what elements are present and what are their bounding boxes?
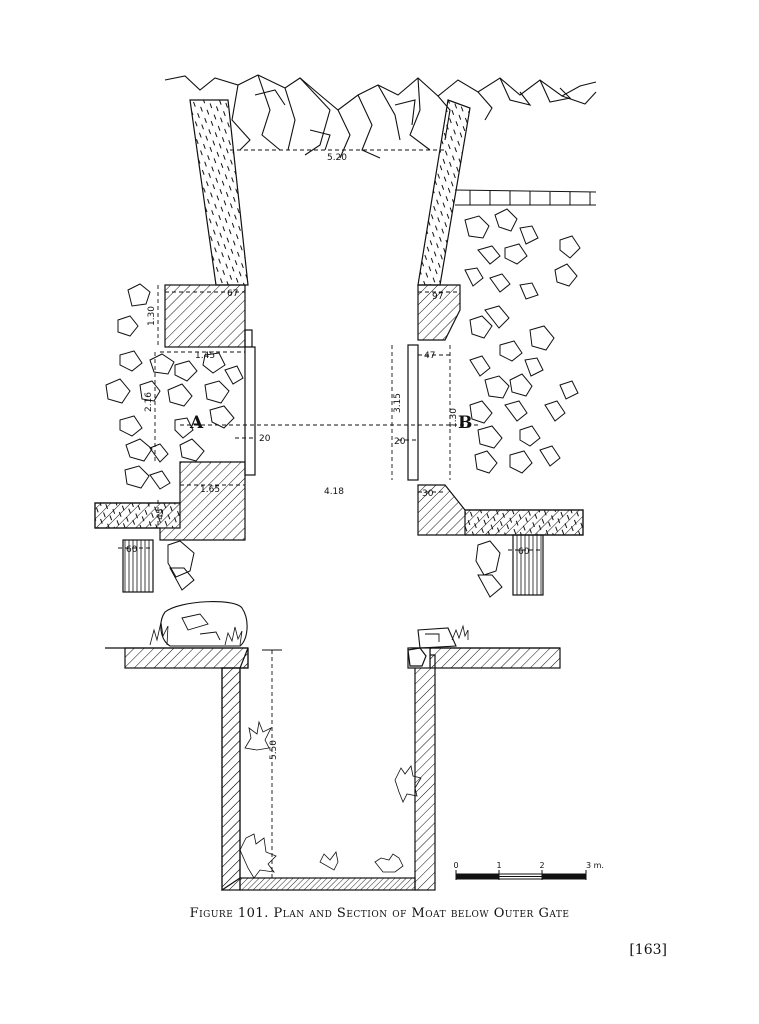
bedrock-top (164, 74, 597, 159)
section-boulder-left (160, 601, 248, 647)
section-shrubs (149, 621, 469, 879)
plan-view (94, 74, 597, 598)
scale-tick-3: 3 m. (586, 861, 604, 870)
right-lower-wall (512, 534, 544, 596)
left-jamb (244, 346, 256, 476)
dim-left-pier-thickness: 67 (227, 289, 238, 299)
left-pier (164, 284, 246, 348)
dim-left-small: 45 (156, 508, 166, 519)
right-jamb (407, 344, 419, 481)
section-boulder-right (417, 627, 457, 649)
upper-right-wall (417, 99, 471, 286)
figure-caption: Figure 101. Plan and Section of Moat bel… (189, 906, 570, 921)
section-view (105, 601, 561, 892)
dim-right-jamb-offset: 20 (394, 437, 406, 447)
dim-left-jamb-offset: 20 (259, 434, 271, 444)
dim-right-recess-width: 47 (424, 351, 435, 361)
dim-section-depth: 5.50 (269, 740, 279, 760)
dim-right-lower-step: 30 (422, 489, 434, 499)
scale-bar-labels: 0 1 2 3 m. (453, 861, 604, 870)
dim-left-wall-width: 60 (126, 545, 138, 555)
section-right-wall (414, 654, 436, 891)
point-label-b: B (458, 413, 472, 433)
scale-tick-1: 1 (496, 861, 501, 870)
section-moat-floor (239, 877, 416, 891)
section-right-ground (429, 647, 561, 669)
right-pier (417, 284, 461, 341)
dim-right-pier-thickness: 97 (432, 292, 443, 302)
dim-left-recess-depth: 2.16 (144, 392, 154, 412)
scale-tick-2: 2 (539, 861, 544, 870)
dim-right-recess-length: 3.15 (393, 393, 403, 413)
dim-right-wall-width: 60 (518, 547, 530, 557)
scale-bar (455, 870, 587, 880)
dim-left-lower-width: 1.65 (200, 485, 220, 495)
scale-tick-0: 0 (453, 861, 458, 870)
plan-labels: 5.20 67 97 1.30 1.45 2.16 A 20 1.65 45 4… (126, 153, 530, 557)
dim-right-recess-half: 1.30 (449, 408, 459, 428)
right-rubble-stones (464, 208, 581, 598)
right-upper-masonry (454, 189, 597, 206)
point-label-a: A (189, 413, 204, 433)
dim-left-pier-height: 1.30 (147, 306, 157, 326)
plan-dimension-lines (118, 285, 543, 551)
left-lower-wall (122, 539, 154, 593)
upper-left-wall (189, 99, 249, 286)
dim-left-recess-width: 1.45 (195, 351, 215, 361)
section-left-ground (124, 647, 249, 669)
dim-top-width: 5.20 (327, 153, 347, 163)
left-rubble-stones (105, 283, 244, 591)
dim-moat-width: 4.18 (324, 487, 344, 497)
page-number: [163] (629, 942, 667, 958)
